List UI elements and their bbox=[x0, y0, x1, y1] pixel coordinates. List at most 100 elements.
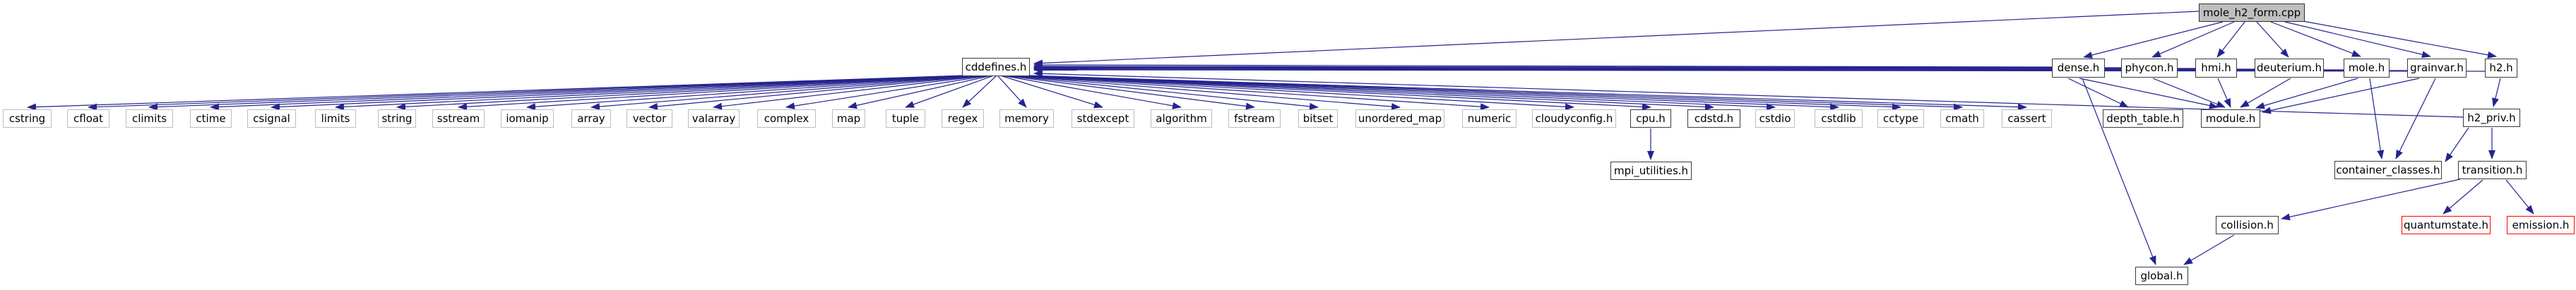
graph-node-container_classes[interactable]: container_classes.h bbox=[2334, 161, 2442, 179]
edge-cddefines-csignal bbox=[271, 75, 974, 111]
edge-cddefines-climits bbox=[148, 75, 970, 111]
edge-cddefines-sstream bbox=[458, 75, 980, 111]
edge-root-grainvar bbox=[2284, 21, 2431, 59]
graph-node-cstdio: cstdio bbox=[1755, 109, 1795, 128]
edge-cddefines-iomanip bbox=[526, 75, 983, 111]
edge-root-mole bbox=[2270, 21, 2361, 57]
graph-node-numeric: numeric bbox=[1462, 109, 1516, 128]
graph-node-collision[interactable]: collision.h bbox=[2216, 216, 2279, 234]
graph-node-cpu[interactable]: cpu.h bbox=[1630, 109, 1671, 128]
edge-collision-global bbox=[2183, 234, 2235, 265]
edge-cddefines-numeric bbox=[1010, 75, 1490, 111]
graph-node-iomanip: iomanip bbox=[501, 109, 554, 128]
edge-mole-container_classes bbox=[2369, 78, 2385, 159]
graph-node-valarray: valarray bbox=[688, 109, 740, 128]
edge-cddefines-ctime bbox=[210, 75, 972, 111]
graph-node-transition[interactable]: transition.h bbox=[2458, 161, 2527, 179]
graph-node-stdexcept: stdexcept bbox=[1072, 109, 1134, 128]
graph-node-algorithm: algorithm bbox=[1151, 109, 1212, 128]
edge-cddefines-cstdio bbox=[1019, 75, 1776, 111]
edge-cddefines-regex bbox=[962, 75, 997, 108]
edge-dense-cddefines bbox=[1033, 61, 2053, 69]
edge-hmi-module bbox=[2217, 78, 2231, 108]
edge-root-deuterium bbox=[2256, 21, 2289, 58]
graph-node-h2_priv[interactable]: h2_priv.h bbox=[2463, 109, 2520, 127]
graph-node-cstring: cstring bbox=[3, 109, 52, 128]
graph-node-cmath: cmath bbox=[1940, 109, 1984, 128]
graph-node-regex: regex bbox=[942, 109, 984, 128]
graph-node-string: string bbox=[378, 109, 416, 128]
edge-cddefines-tuple bbox=[905, 75, 995, 108]
graph-node-mpi_utilities[interactable]: mpi_utilities.h bbox=[1610, 162, 1692, 180]
graph-node-unordered_map: unordered_map bbox=[1355, 109, 1444, 128]
edge-root-hmi bbox=[2216, 21, 2245, 58]
edge-cddefines-unordered_map bbox=[1008, 75, 1401, 111]
edge-cddefines-valarray bbox=[713, 75, 988, 110]
edge-mole-module bbox=[2255, 78, 2358, 109]
edge-cddefines-string bbox=[396, 75, 978, 111]
edge-cddefines-vector bbox=[648, 75, 986, 110]
edge-cddefines-cdstd bbox=[1016, 75, 1714, 111]
edge-cddefines-algorithm bbox=[1002, 75, 1182, 109]
edge-dense-depth_table bbox=[2067, 78, 2129, 108]
graph-node-h2[interactable]: h2.h bbox=[2485, 59, 2517, 78]
graph-node-mole[interactable]: mole.h bbox=[2344, 59, 2390, 78]
edge-cddefines-fstream bbox=[1004, 75, 1255, 110]
graph-node-grainvar[interactable]: grainvar.h bbox=[2407, 59, 2467, 78]
graph-node-complex: complex bbox=[757, 109, 816, 128]
edge-cddefines-cpu bbox=[1014, 75, 1651, 111]
graph-node-fstream: fstream bbox=[1228, 109, 1281, 128]
graph-node-map: map bbox=[832, 109, 865, 128]
graph-node-emission[interactable]: emission.h bbox=[2507, 216, 2575, 234]
edge-cddefines-memory bbox=[997, 75, 1027, 108]
edge-h2-h2_priv bbox=[2492, 78, 2501, 107]
graph-node-phycon[interactable]: phycon.h bbox=[2121, 59, 2178, 78]
graph-node-cassert: cassert bbox=[2002, 109, 2052, 128]
edge-cddefines-cassert bbox=[1026, 75, 2027, 111]
edge-dense-global bbox=[2082, 78, 2156, 265]
edge-deuterium-cddefines bbox=[1033, 64, 2255, 72]
graph-node-cddefines[interactable]: cddefines.h bbox=[962, 58, 1030, 76]
edge-cddefines-complex bbox=[785, 75, 990, 110]
graph-node-memory: memory bbox=[999, 109, 1054, 128]
edge-cddefines-cstring bbox=[27, 75, 966, 111]
edge-deuterium-module bbox=[2240, 78, 2291, 108]
graph-node-climits: climits bbox=[126, 109, 173, 128]
graph-node-limits: limits bbox=[315, 109, 356, 128]
edge-cddefines-array bbox=[590, 75, 985, 111]
edge-phycon-cddefines bbox=[1033, 63, 2122, 71]
graph-node-tuple: tuple bbox=[886, 109, 925, 128]
graph-node-vector: vector bbox=[627, 109, 672, 128]
graph-node-csignal: csignal bbox=[247, 109, 296, 128]
edge-root-h2 bbox=[2298, 20, 2497, 59]
graph-node-array: array bbox=[571, 109, 611, 128]
graph-node-depth_table[interactable]: depth_table.h bbox=[2103, 109, 2183, 128]
edge-h2-cddefines bbox=[1033, 66, 2486, 74]
graph-node-cctype: cctype bbox=[1877, 109, 1924, 128]
graph-node-cdstd[interactable]: cdstd.h bbox=[1687, 109, 1740, 128]
edge-cddefines-map bbox=[848, 75, 992, 109]
graph-node-global[interactable]: global.h bbox=[2135, 267, 2188, 285]
graph-node-cstdlib: cstdlib bbox=[1815, 109, 1863, 128]
graph-node-deuterium[interactable]: deuterium.h bbox=[2255, 59, 2324, 78]
graph-node-cfloat: cfloat bbox=[67, 109, 109, 128]
edge-cddefines-stdexcept bbox=[999, 75, 1103, 109]
edge-phycon-module bbox=[2152, 78, 2226, 108]
edge-root-dense bbox=[2083, 21, 2224, 59]
edge-transition-collision bbox=[2281, 179, 2461, 221]
edge-cddefines-cloudyconfig bbox=[1012, 75, 1574, 111]
graph-node-root: mole_h2_form.cpp bbox=[2199, 4, 2305, 22]
graph-node-bitset: bitset bbox=[1298, 109, 1338, 128]
graph-node-hmi[interactable]: hmi.h bbox=[2195, 59, 2237, 78]
graph-node-quantumstate[interactable]: quantumstate.h bbox=[2402, 216, 2491, 234]
graph-node-cloudyconfig: cloudyconfig.h bbox=[1532, 109, 1616, 128]
edge-transition-emission bbox=[2505, 179, 2534, 215]
edge-root-cddefines bbox=[1033, 11, 2200, 67]
edge-cddefines-limits bbox=[335, 75, 976, 111]
edge-cddefines-bitset bbox=[1006, 75, 1319, 110]
graph-node-module[interactable]: module.h bbox=[2201, 109, 2260, 128]
graph-node-dense[interactable]: dense.h bbox=[2052, 59, 2105, 78]
edge-transition-quantumstate bbox=[2443, 179, 2483, 215]
edge-grainvar-cddefines bbox=[1033, 66, 2408, 73]
edge-dense-module bbox=[2079, 78, 2219, 109]
